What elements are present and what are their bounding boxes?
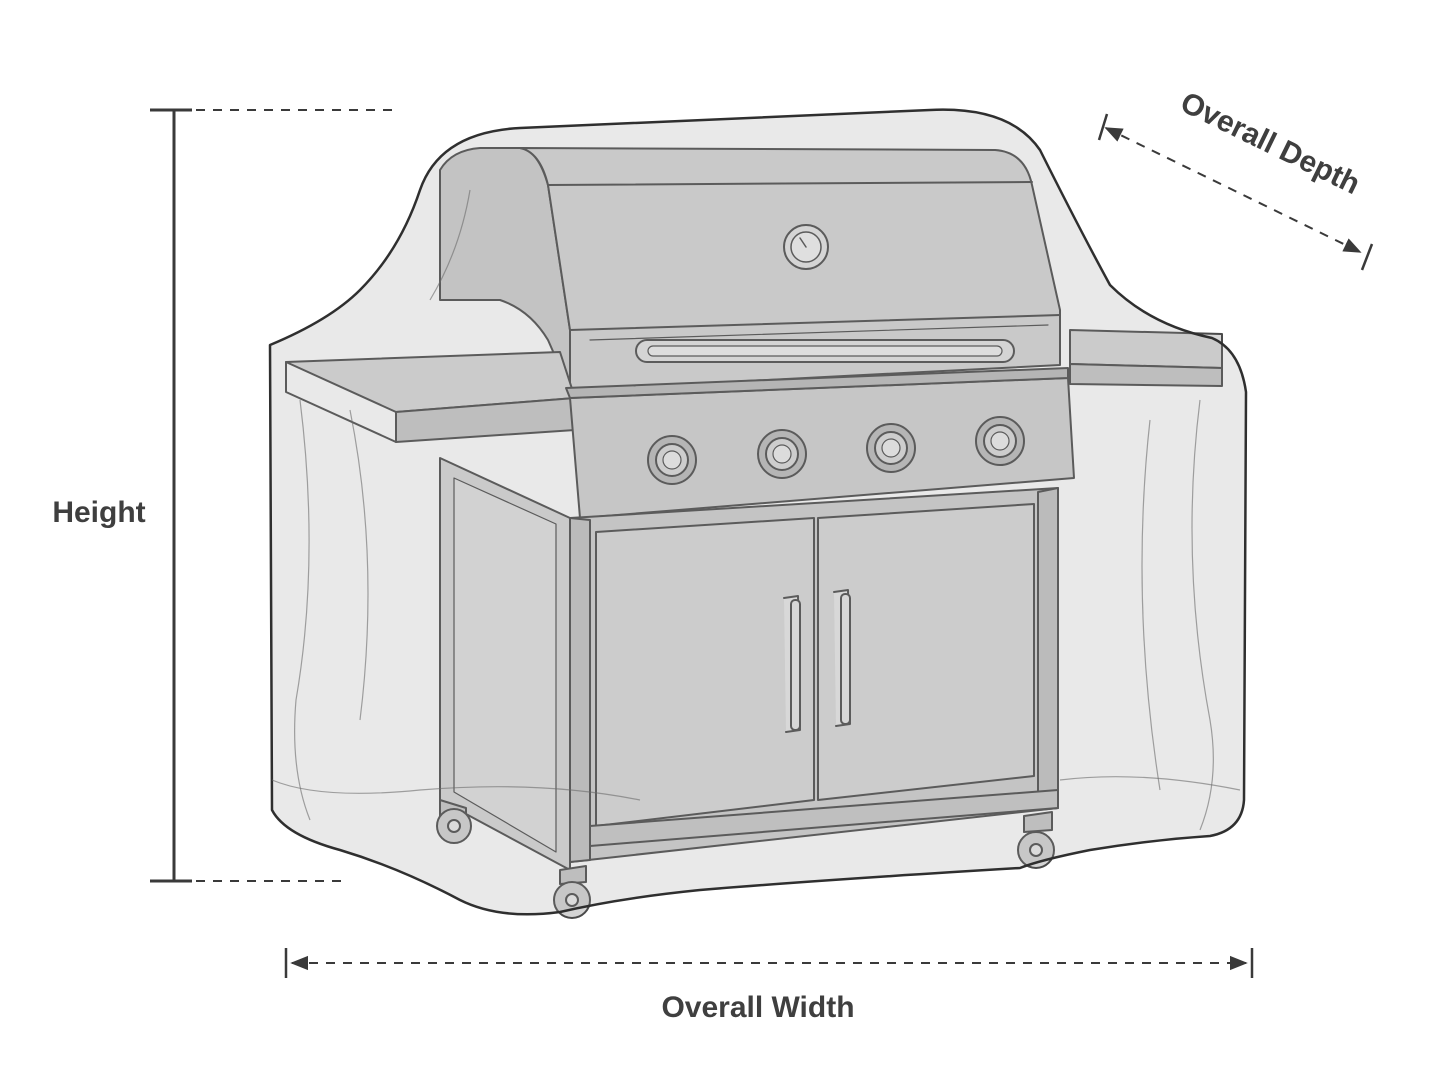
left-side-shelf xyxy=(285,351,576,443)
burner-knob-3 xyxy=(866,423,916,473)
right-side-shelf xyxy=(1069,329,1223,387)
control-panel xyxy=(565,367,1075,519)
depth-dimension-line xyxy=(1104,127,1362,253)
grill-cover xyxy=(268,108,1248,916)
hood-handle xyxy=(635,339,1015,363)
height-dimension xyxy=(150,108,392,883)
depth-dimension xyxy=(1097,113,1374,271)
cover-fabric-folds xyxy=(271,189,1241,831)
grill-illustration xyxy=(285,147,1223,919)
grill-hood xyxy=(439,147,1061,391)
door-handle-left xyxy=(783,595,801,733)
door-handle-right xyxy=(833,589,851,727)
depth-label: Overall Depth xyxy=(1175,86,1365,201)
burner-knob-2 xyxy=(757,429,807,479)
thermometer-gauge xyxy=(783,224,829,270)
burner-knob-4 xyxy=(975,416,1025,466)
bottom-rail xyxy=(589,789,1059,847)
height-label: Height xyxy=(52,496,145,529)
cabinet-door-right xyxy=(817,503,1035,801)
burner-knob-1 xyxy=(647,435,697,485)
width-label: Overall Width xyxy=(661,991,854,1024)
depth-end-tick xyxy=(1360,243,1374,271)
width-dimension xyxy=(284,948,1254,978)
caster-wheel-rear-left xyxy=(436,799,472,844)
depth-start-tick xyxy=(1097,113,1109,141)
cabinet-door-left xyxy=(595,517,815,827)
caster-wheel-front-left xyxy=(553,865,591,919)
